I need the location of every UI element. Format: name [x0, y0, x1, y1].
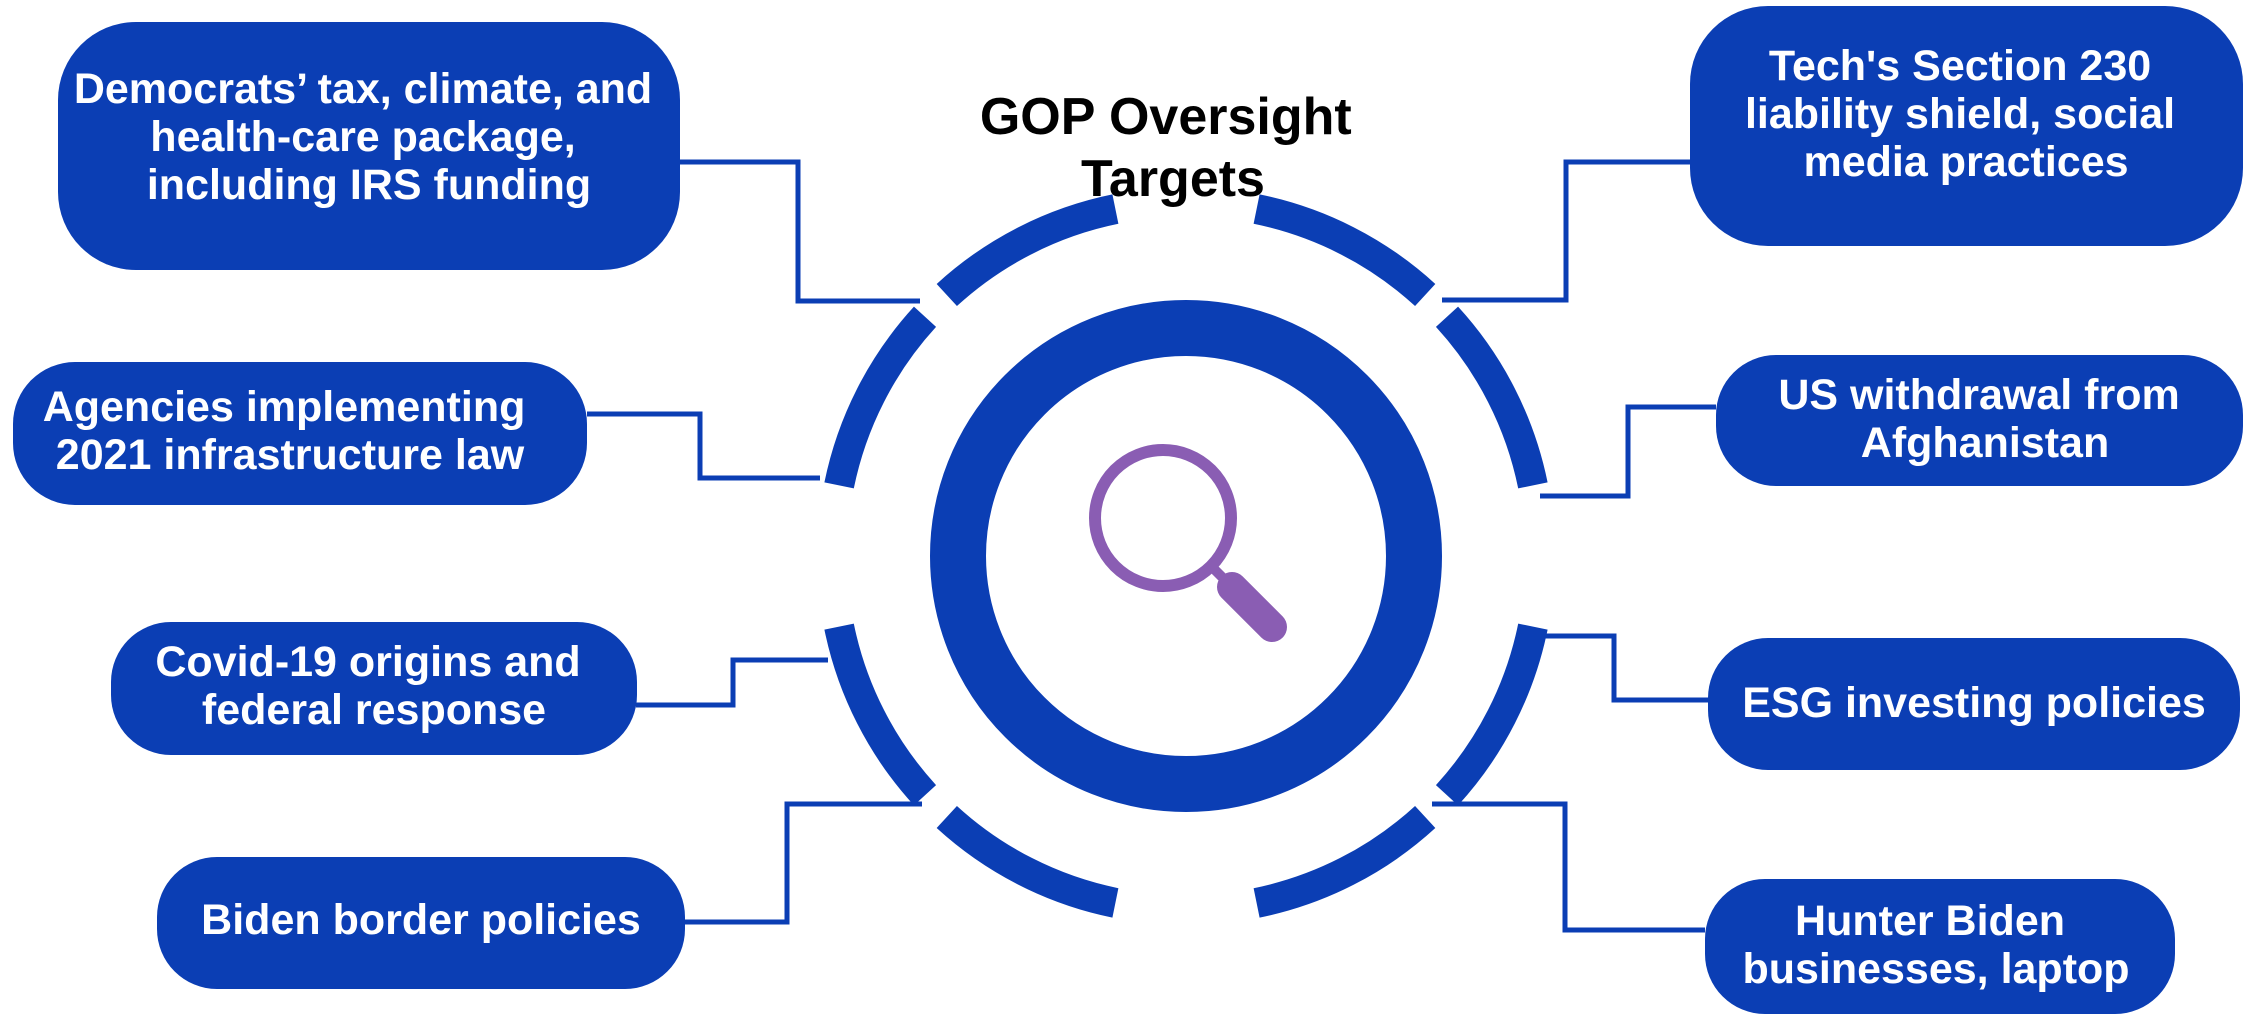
ring-segment	[1435, 306, 1548, 489]
center-hub	[824, 194, 1548, 918]
box-label: Tech's Section 230 liability shield, soc…	[1745, 42, 2187, 186]
target-box-right-1: Tech's Section 230 liability shield, soc…	[1690, 6, 2243, 246]
ring-segment	[936, 194, 1119, 307]
box-label: Agencies implementing 2021 infrastructur…	[43, 383, 538, 479]
target-box-right-2: US withdrawal from Afghanistan	[1716, 355, 2243, 486]
box-label-line: ESG investing policies	[1742, 679, 2206, 727]
center-ring	[930, 300, 1442, 812]
connector-right-1	[1442, 159, 1690, 303]
connector-lines	[587, 159, 1716, 933]
ring-segment	[824, 306, 937, 489]
diagram-title: GOP Oversight Targets	[980, 88, 1366, 208]
target-box-left-1: Democrats’ tax, climate, and health-care…	[58, 22, 680, 270]
box-label-line: including IRS funding	[147, 161, 591, 209]
box-label-line: businesses, laptop	[1742, 945, 2129, 993]
box-label: Biden border policies	[201, 896, 641, 944]
box-background	[157, 857, 685, 989]
ring-segment	[1435, 623, 1548, 806]
ring-segment	[824, 623, 937, 806]
connector-left-2	[587, 411, 820, 481]
target-box-left-3: Covid-19 origins and federal response	[111, 622, 637, 755]
box-label-line: liability shield, social	[1745, 90, 2175, 138]
magnifying-glass-icon	[1089, 444, 1287, 642]
ring-segment	[1253, 805, 1436, 918]
target-box-left-4: Biden border policies	[157, 857, 685, 989]
box-label-line: Hunter Biden	[1795, 897, 2065, 945]
box-background	[1690, 6, 2243, 246]
box-label: US withdrawal from Afghanistan	[1778, 371, 2191, 467]
box-background	[13, 362, 587, 505]
ring-segment	[1253, 194, 1436, 307]
target-box-right-3: ESG investing policies	[1708, 638, 2240, 770]
box-label-line: Covid-19 origins and	[155, 638, 580, 686]
box-label-line: US withdrawal from	[1778, 371, 2179, 419]
box-label: Covid-19 origins and federal response	[155, 638, 592, 734]
box-background	[1708, 638, 2240, 770]
box-label: Hunter Biden businesses, laptop	[1742, 897, 2129, 993]
box-label-line: federal response	[202, 686, 546, 734]
box-label-line: health-care package,	[150, 113, 575, 161]
connector-left-1	[680, 159, 920, 304]
connector-right-2	[1540, 404, 1716, 499]
box-label-line: Democrats’ tax, climate, and	[74, 65, 652, 113]
connector-left-4	[685, 801, 922, 925]
title-line-1: GOP Oversight	[980, 88, 1352, 146]
box-background	[58, 22, 680, 270]
box-label-line: 2021 infrastructure law	[56, 431, 525, 479]
box-label: Democrats’ tax, climate, and health-care…	[74, 65, 664, 209]
target-box-left-2: Agencies implementing 2021 infrastructur…	[13, 362, 587, 505]
box-background	[1705, 879, 2175, 1014]
box-label-line: Tech's Section 230	[1769, 42, 2151, 90]
ring-segment	[936, 805, 1119, 918]
box-label: ESG investing policies	[1742, 679, 2206, 727]
connector-right-4	[1432, 801, 1705, 933]
box-background	[111, 622, 637, 755]
box-background	[1716, 355, 2243, 486]
box-label-line: Afghanistan	[1861, 419, 2109, 467]
box-label-line: Agencies implementing	[43, 383, 526, 431]
connector-left-3	[636, 657, 828, 708]
box-label-line: media practices	[1803, 138, 2128, 186]
target-box-right-4: Hunter Biden businesses, laptop	[1705, 879, 2175, 1014]
connector-right-3	[1530, 633, 1708, 703]
box-label-line: Biden border policies	[201, 896, 641, 944]
